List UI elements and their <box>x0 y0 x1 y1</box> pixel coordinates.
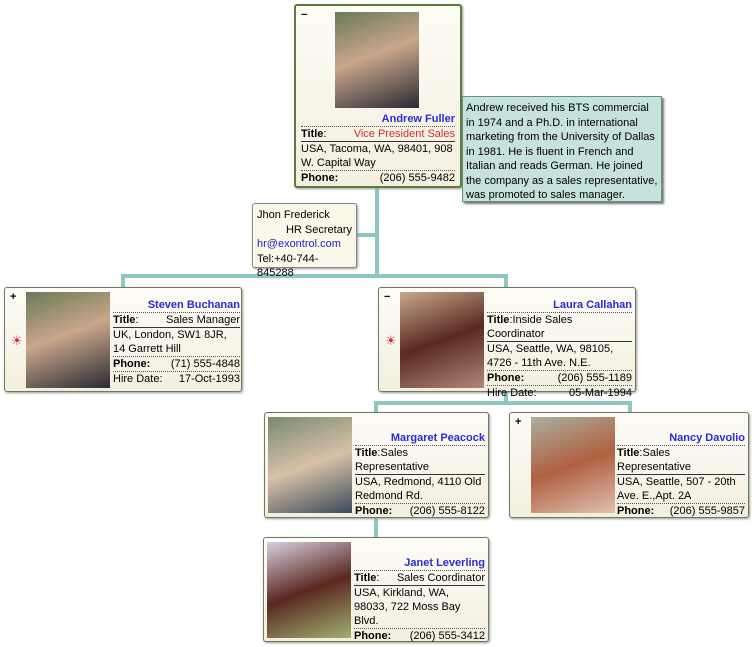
connector <box>374 517 378 537</box>
node-name: Margaret Peacock <box>390 432 485 444</box>
phone-value: (206) 555-9482 <box>379 172 455 184</box>
photo-andrew-fuller <box>335 12 419 108</box>
node-name: Andrew Fuller <box>381 113 455 125</box>
connector <box>504 391 508 403</box>
connector <box>121 274 508 278</box>
note-tooltip: Andrew received his BTS commercial in 19… <box>462 96 662 202</box>
phone-label: Phone: <box>113 358 151 370</box>
hire-label: Hire Date: <box>487 387 537 399</box>
org-node-steven-buchanan[interactable]: + ☀ Steven Buchanan Title:Sales Manager … <box>4 287 242 392</box>
collapse-icon[interactable]: − <box>384 291 391 303</box>
photo-margaret-peacock <box>268 417 352 513</box>
connector <box>374 401 378 412</box>
title-value: Vice President Sales <box>353 128 455 140</box>
org-node-nancy-davolio[interactable]: + Nancy Davolio Title:Sales Representati… <box>509 412 749 518</box>
title-value: Sales Representative <box>355 447 429 473</box>
title-label: Title <box>355 447 378 459</box>
phone-label: Phone: <box>617 505 655 517</box>
phone-label: Phone: <box>487 372 525 384</box>
status-icon: ☀ <box>11 333 23 348</box>
node-name: Laura Callahan <box>553 299 632 311</box>
phone-label: Phone: <box>355 505 393 517</box>
assistant-node[interactable]: Jhon Frederick HR Secretary hr@exontrol.… <box>252 203 357 279</box>
address: USA, Redmond, 4110 Old Redmond Rd. <box>355 474 485 503</box>
photo-nancy-davolio <box>531 417 615 513</box>
hire-value: 17-Oct-1993 <box>178 373 240 385</box>
assistant-title: HR Secretary <box>285 223 352 236</box>
phone-value: (206) 555-8122 <box>409 505 485 517</box>
phone-value: (206) 555-3412 <box>409 630 485 642</box>
hire-value: 05-Mar-1994 <box>569 387 632 399</box>
title-value: Sales Manager <box>166 314 240 326</box>
title-label: Title <box>487 314 510 326</box>
phone-value: (206) 555-1189 <box>557 372 632 384</box>
photo-janet-leverling <box>267 542 351 638</box>
connector <box>375 187 379 278</box>
assistant-email-link[interactable]: hr@exontrol.com <box>257 238 341 250</box>
node-name: Steven Buchanan <box>147 299 240 311</box>
phone-label: Phone: <box>354 630 392 642</box>
node-name: Nancy Davolio <box>669 432 745 444</box>
title-label: Title <box>617 447 640 459</box>
address: UK, London, SW1 8JR, 14 Garrett Hill <box>113 327 240 356</box>
expand-icon[interactable]: + <box>515 416 522 428</box>
address: USA, Seattle, 507 - 20th Ave. E.,Apt. 2A <box>617 474 745 503</box>
org-node-margaret-peacock[interactable]: Margaret Peacock Title:Sales Representat… <box>264 412 489 518</box>
photo-steven-buchanan <box>26 292 110 388</box>
title-label: Title <box>301 128 324 140</box>
org-node-laura-callahan[interactable]: − ☀ Laura Callahan Title:Inside Sales Co… <box>378 287 636 399</box>
title-value: Inside Sales Coordinator <box>487 314 573 340</box>
address: USA, Kirkland, WA, 98033, 722 Moss Bay B… <box>354 585 485 628</box>
address: USA, Seattle, WA, 98105, 4726 - 11th Ave… <box>487 341 632 370</box>
assistant-phone: Tel:+40-744-845288 <box>257 252 319 280</box>
title-label: Title <box>354 572 377 584</box>
connector <box>374 401 632 405</box>
collapse-icon[interactable]: − <box>301 9 308 21</box>
address: USA, Tacoma, WA, 98401, 908 W. Capital W… <box>301 141 455 170</box>
phone-label: Phone: <box>301 172 339 184</box>
phone-value: (71) 555-4848 <box>170 358 240 370</box>
photo-laura-callahan <box>400 292 484 388</box>
assistant-name: Jhon Frederick <box>257 209 330 221</box>
node-name: Janet Leverling <box>404 557 485 569</box>
hire-label: Hire Date: <box>113 373 163 385</box>
org-node-janet-leverling[interactable]: Janet Leverling Title:Sales Coordinator … <box>263 537 489 642</box>
status-icon: ☀ <box>385 333 397 348</box>
connector <box>504 274 508 287</box>
title-value: Sales Representative <box>617 447 691 473</box>
org-node-andrew-fuller[interactable]: − Andrew Fuller Title:Vice President Sal… <box>294 4 462 188</box>
expand-icon[interactable]: + <box>10 291 17 303</box>
connector <box>357 233 377 237</box>
title-label: Title <box>113 314 136 326</box>
connector <box>121 274 125 287</box>
phone-value: (206) 555-9857 <box>669 505 745 517</box>
title-value: Sales Coordinator <box>396 572 485 584</box>
connector <box>628 401 632 412</box>
